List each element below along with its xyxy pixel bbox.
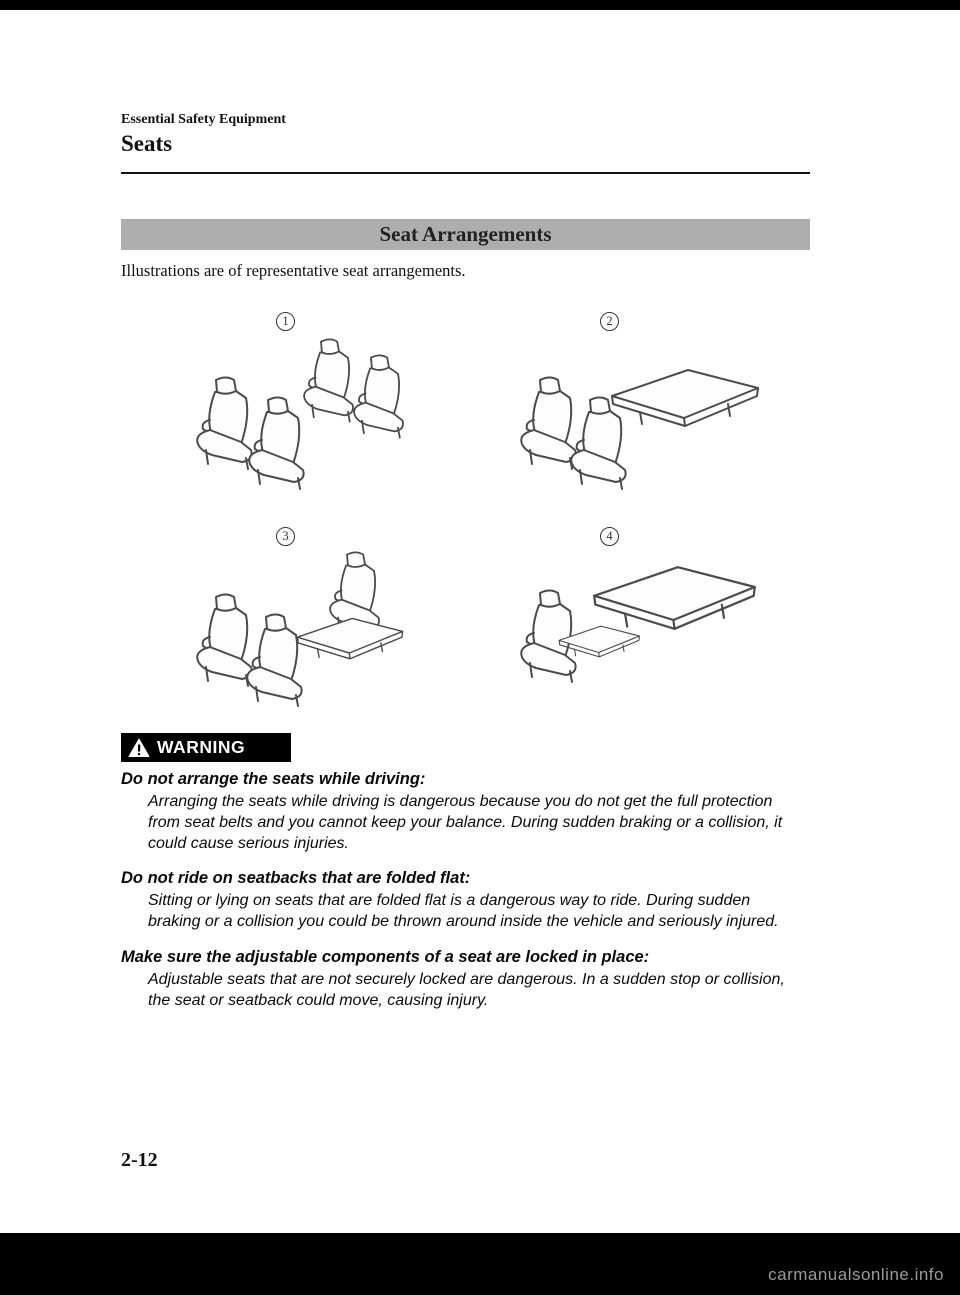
seat-arrangement-figure-2: 2: [492, 312, 772, 512]
warning-heading: Do not arrange the seats while driving:: [121, 770, 426, 788]
warning-body: Arranging the seats while driving is dan…: [148, 793, 783, 852]
warning-banner: WARNING: [121, 733, 291, 762]
banner-title: Seat Arrangements: [379, 222, 552, 246]
bottom-border: carmanualsonline.info: [0, 1233, 960, 1295]
warning-list: Do not arrange the seats while driving: …: [121, 770, 811, 1027]
seat-arrangement-figure-3: 3: [168, 527, 448, 727]
seat-arrangement-figure-1: 1: [168, 312, 448, 512]
seat-arrangement-3-illustration: [196, 551, 404, 707]
figure-4-number: 4: [600, 527, 619, 546]
chapter-title: Seats: [121, 131, 173, 156]
figure-2-number: 2: [600, 312, 619, 331]
warning-heading: Make sure the adjustable components of a…: [121, 947, 650, 966]
page-number: 2-12: [121, 1149, 158, 1171]
figure-1-number: 1: [276, 312, 295, 331]
warning-body: Sitting or lying on seats that are folde…: [148, 892, 779, 931]
figure-3-number: 3: [276, 527, 295, 546]
warning-item: Do not ride on seatbacks that are folded…: [121, 869, 811, 933]
warning-triangle-icon: [128, 738, 150, 757]
section-title: Essential Safety Equipment: [121, 112, 286, 127]
warning-item: Do not arrange the seats while driving: …: [121, 770, 811, 854]
seat-arrangement-1-illustration: [196, 338, 404, 490]
warning-label: WARNING: [157, 737, 246, 757]
top-border: [0, 0, 960, 10]
warning-heading: Do not ride on seatbacks that are folded…: [121, 869, 471, 888]
seat-arrangement-figure-4: 4: [492, 527, 772, 727]
section-banner: Seat Arrangements: [121, 219, 810, 250]
header-rule: [121, 172, 810, 174]
watermark-text: carmanualsonline.info: [768, 1265, 944, 1284]
warning-body: Adjustable seats that are not securely l…: [148, 970, 785, 1009]
seat-arrangement-2-illustration: [520, 369, 759, 490]
warning-item: Make sure the adjustable components of a…: [121, 948, 811, 1012]
intro-text: Illustrations are of representative seat…: [121, 261, 466, 280]
seat-arrangement-4-illustration: [520, 566, 756, 683]
